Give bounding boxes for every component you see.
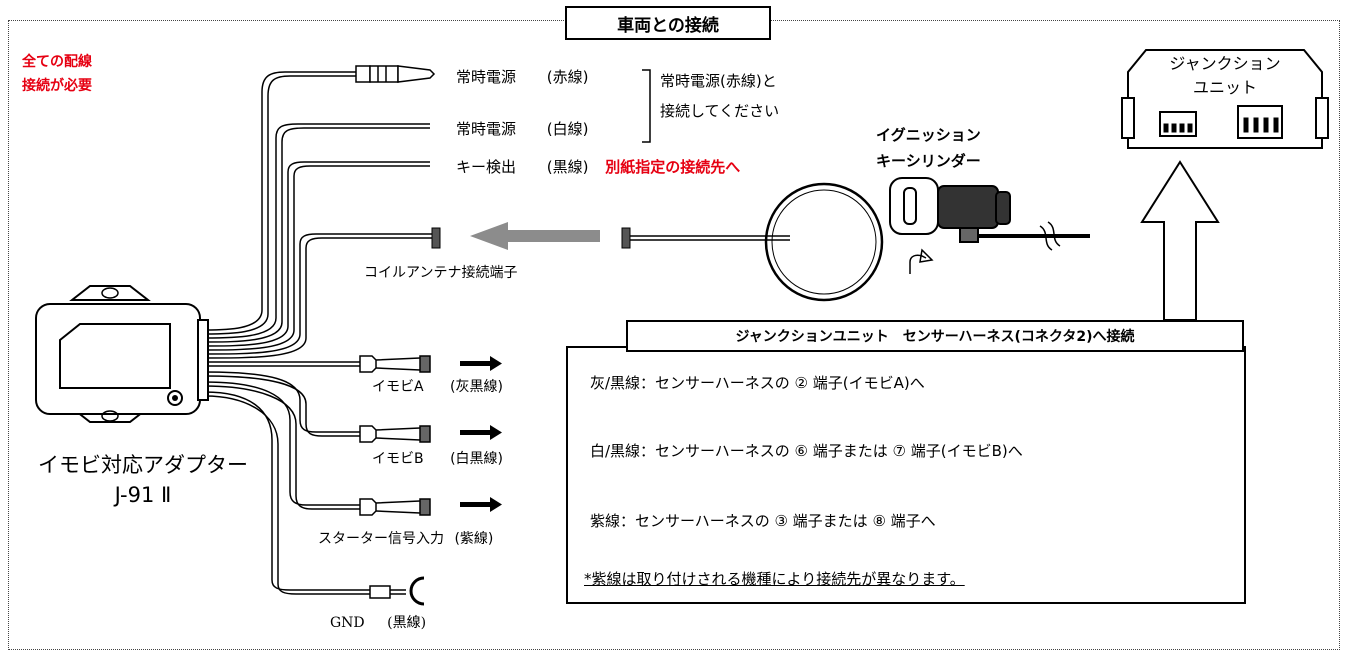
- sensor-harness-title: ジャンクションユニット センサーハーネス(コネクタ2)へ接続: [626, 320, 1244, 352]
- gnd-color: (黒線): [387, 615, 427, 631]
- diagram-title: 車両との接続: [565, 6, 771, 40]
- bracket-note: 常時電源(赤線)と 接続してください: [660, 66, 779, 126]
- starter-label: スターター信号入力 (紫線): [318, 528, 493, 548]
- ignition-label-line1: イグニッション: [876, 126, 981, 144]
- const-power-white-label: 常時電源 (白線): [456, 118, 589, 139]
- coil-antenna-label: コイルアンテナ接続端子: [364, 265, 518, 281]
- adapter-label-model: J-91 Ⅱ: [114, 483, 172, 507]
- immo-a-name: イモビA: [372, 379, 424, 395]
- gnd-name: GND: [330, 615, 365, 631]
- ignition-label-line2: キーシリンダー: [876, 152, 981, 170]
- sensor-footnote: *紫線は取り付けされる機種により接続先が異なります。: [584, 570, 965, 588]
- junction-unit-label: ジャンクション ユニット: [1150, 52, 1300, 100]
- bracket-note-line2: 接続してください: [660, 102, 780, 120]
- adapter-label: イモビ対応アダプター J-91 Ⅱ: [8, 450, 278, 510]
- const-power-white-name: 常時電源: [456, 120, 517, 138]
- key-detect-label: キー検出 (黒線) 別紙指定の接続先へ: [456, 156, 740, 177]
- gnd-label: GND (黒線): [330, 612, 426, 632]
- immo-a-label: イモビA (灰黒線): [372, 376, 503, 396]
- immo-b-color: (白黒線): [450, 451, 503, 467]
- sensor-line-immo-b: 白/黒線：センサーハーネスの ⑥ 端子または ⑦ 端子(イモビB)へ: [590, 442, 1023, 460]
- immo-a-color: (灰黒線): [450, 379, 503, 395]
- sensor-line-starter: 紫線：センサーハーネスの ③ 端子または ⑧ 端子へ: [590, 512, 936, 530]
- key-detect-name: キー検出: [456, 158, 517, 176]
- all-wiring-note-line2: 接続が必要: [22, 78, 92, 94]
- starter-name: スターター信号入力: [318, 531, 444, 547]
- starter-color: (紫線): [454, 531, 494, 547]
- junction-unit-label-line2: ユニット: [1192, 78, 1257, 97]
- sensor-line-immo-a: 灰/黒線：センサーハーネスの ② 端子(イモビA)へ: [590, 374, 925, 392]
- const-power-red-color: (赤線): [546, 68, 589, 86]
- const-power-white-color: (白線): [546, 120, 589, 138]
- junction-unit-label-line1: ジャンクション: [1169, 54, 1281, 73]
- adapter-label-name: イモビ対応アダプター: [38, 453, 248, 477]
- key-detect-note: 別紙指定の接続先へ: [605, 158, 741, 176]
- all-wiring-note-line1: 全ての配線: [22, 54, 92, 70]
- key-detect-color: (黒線): [546, 158, 589, 176]
- sensor-harness-box: [566, 346, 1246, 604]
- const-power-red-name: 常時電源: [456, 68, 517, 86]
- immo-b-name: イモビB: [372, 451, 424, 467]
- ignition-label: イグニッション キーシリンダー: [876, 122, 981, 174]
- all-wiring-note: 全ての配線 接続が必要: [22, 50, 92, 98]
- immo-b-label: イモビB (白黒線): [372, 448, 503, 468]
- bracket-note-line1: 常時電源(赤線)と: [660, 72, 777, 90]
- const-power-red-label: 常時電源 (赤線): [456, 66, 589, 87]
